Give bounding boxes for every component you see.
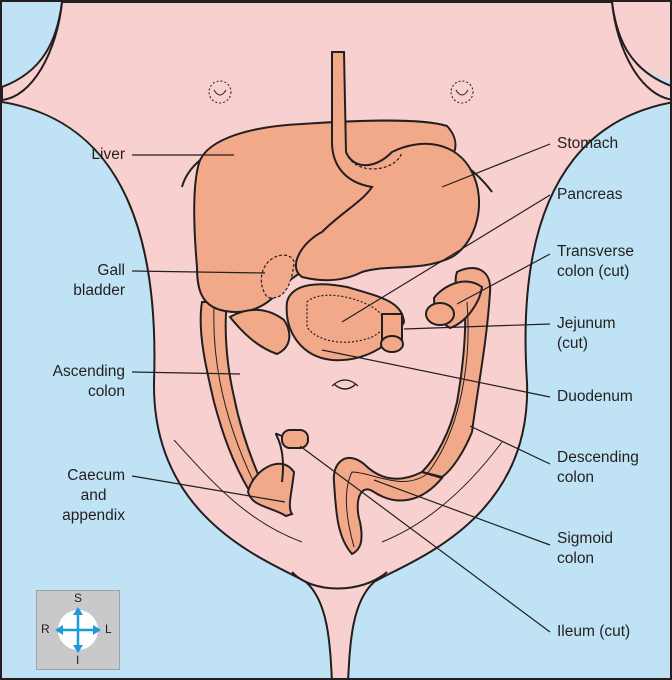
label-stomach: Stomach xyxy=(557,134,618,154)
compass-inferior: I xyxy=(76,653,79,667)
label-sigmoid-colon: Sigmoid colon xyxy=(557,529,613,569)
compass-superior: S xyxy=(74,591,82,605)
label-pancreas: Pancreas xyxy=(557,185,622,205)
label-liver: Liver xyxy=(91,145,125,165)
label-jejunum: Jejunum (cut) xyxy=(557,314,616,354)
label-duodenum: Duodenum xyxy=(557,387,633,407)
orientation-compass: S I R L xyxy=(36,590,120,670)
label-gall-bladder: Gall bladder xyxy=(73,261,125,301)
label-transverse-colon: Transverse colon (cut) xyxy=(557,242,634,282)
compass-left: L xyxy=(105,622,112,636)
label-caecum-appendix: Caecum and appendix xyxy=(62,466,125,526)
ileum-stub xyxy=(282,430,308,448)
label-descending-colon: Descending colon xyxy=(557,448,639,488)
label-ascending-colon: Ascending colon xyxy=(53,362,125,402)
label-ileum: Ileum (cut) xyxy=(557,622,630,642)
compass-right: R xyxy=(41,622,50,636)
